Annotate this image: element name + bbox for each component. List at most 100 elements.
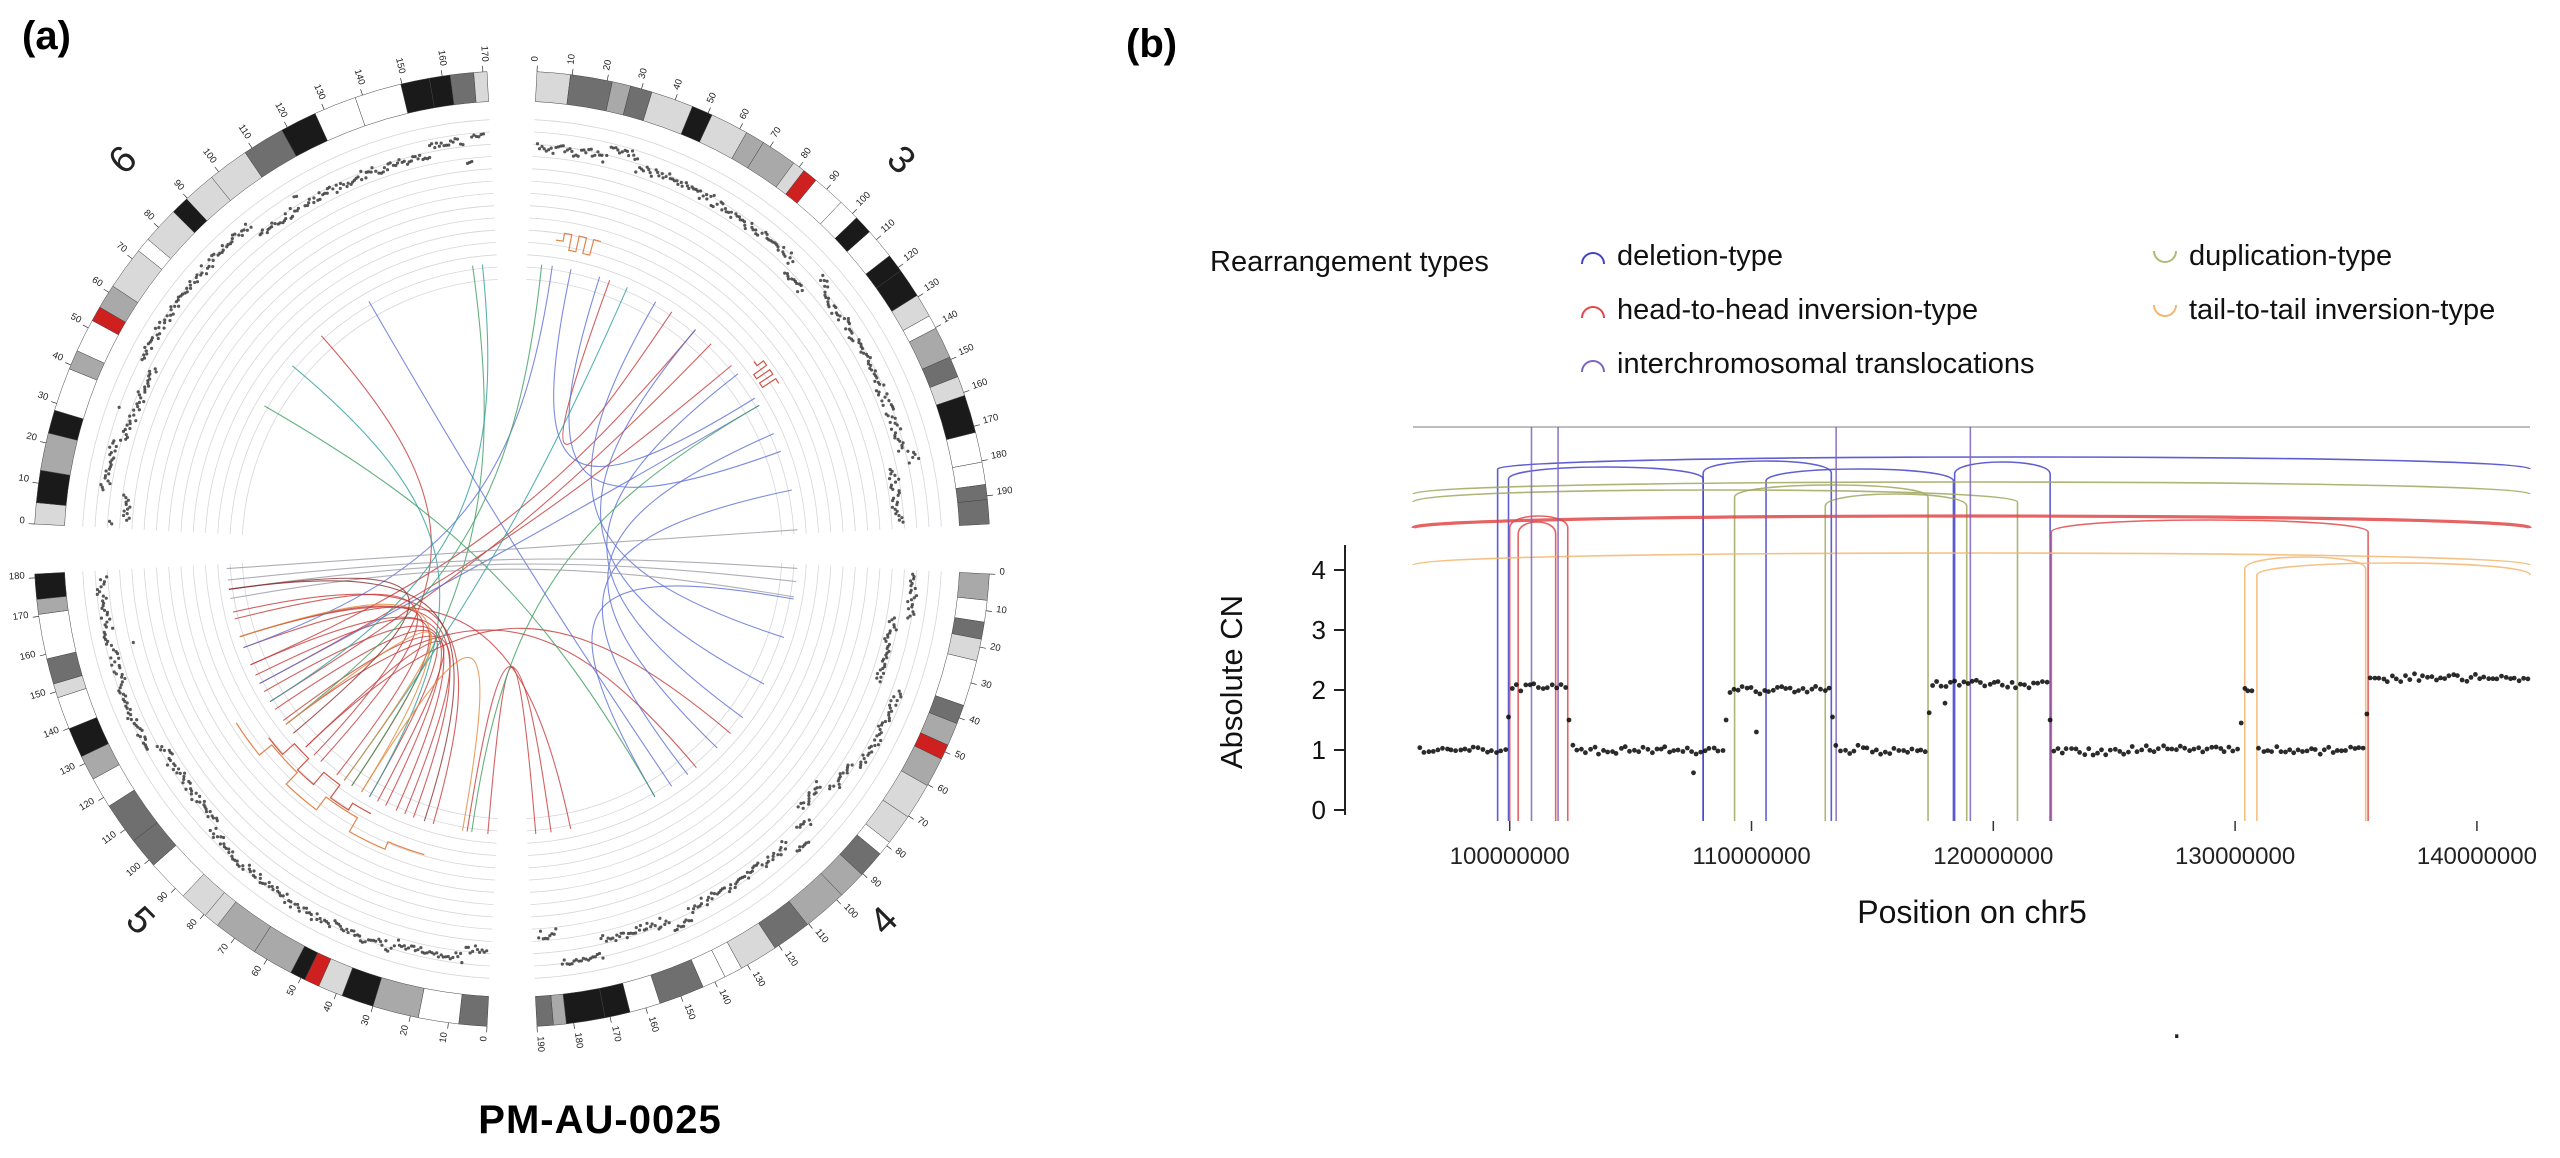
legend-item-tail-to-tail: tail-to-tail inversion-type — [2150, 294, 2495, 327]
panel-a-label: (a) — [22, 14, 71, 58]
rearrangement-marks — [1411, 427, 2532, 821]
svg-text:90: 90 — [868, 875, 883, 890]
svg-text:160: 160 — [970, 376, 989, 392]
svg-text:4: 4 — [1312, 555, 1326, 585]
svg-text:120: 120 — [782, 949, 800, 968]
svg-text:60: 60 — [935, 783, 950, 798]
svg-text:140: 140 — [42, 725, 61, 741]
svg-text:100: 100 — [854, 190, 873, 209]
svg-text:100: 100 — [200, 146, 218, 165]
svg-text:140: 140 — [941, 308, 960, 325]
legend-item-label: deletion-type — [1617, 240, 1784, 272]
svg-text:40: 40 — [967, 714, 981, 728]
cn-scatter-track — [95, 132, 921, 967]
legend-item-label: interchromosomal translocations — [1617, 348, 2035, 380]
svg-text:50: 50 — [705, 91, 719, 105]
sample-id-label: PM-AU-0025 — [478, 1098, 722, 1142]
svg-text:10: 10 — [996, 604, 1008, 616]
svg-text:70: 70 — [216, 942, 231, 957]
y-axis-label: Absolute CN — [1214, 595, 1249, 769]
svg-text:140: 140 — [352, 68, 367, 87]
svg-text:2: 2 — [1312, 675, 1326, 705]
svg-text:100000000: 100000000 — [1450, 843, 1570, 870]
svg-text:170: 170 — [982, 412, 1000, 427]
svg-text:150: 150 — [682, 1003, 698, 1022]
svg-text:90: 90 — [155, 890, 170, 905]
rearrangement-links — [226, 264, 798, 835]
svg-text:100: 100 — [124, 860, 143, 879]
svg-text:110: 110 — [813, 927, 831, 946]
svg-text:110: 110 — [879, 217, 898, 235]
svg-text:80: 80 — [141, 208, 156, 223]
svg-text:150: 150 — [29, 687, 47, 702]
svg-text:20: 20 — [601, 59, 614, 72]
svg-text:120000000: 120000000 — [1933, 843, 2053, 870]
svg-text:120: 120 — [272, 101, 289, 120]
panel-b-label: (b) — [1126, 22, 1178, 66]
tail-to-tail-arc-icon — [2153, 304, 2177, 317]
svg-text:30: 30 — [980, 678, 993, 692]
svg-text:90: 90 — [171, 178, 186, 193]
svg-text:140: 140 — [716, 988, 733, 1007]
svg-text:0: 0 — [19, 515, 25, 526]
svg-text:0: 0 — [1312, 795, 1326, 825]
svg-text:160: 160 — [646, 1015, 661, 1033]
svg-text:20: 20 — [398, 1024, 411, 1037]
svg-text:70: 70 — [114, 240, 129, 255]
translocation-arc-icon — [1581, 359, 1605, 372]
svg-text:3: 3 — [1312, 615, 1326, 645]
svg-text:180: 180 — [572, 1032, 585, 1049]
legend-item-translocation: interchromosomal translocations — [1578, 348, 2034, 381]
svg-text:170: 170 — [12, 610, 29, 623]
svg-text:60: 60 — [737, 107, 752, 122]
cn-scatter-points — [1417, 671, 2531, 776]
svg-text:80: 80 — [185, 917, 200, 932]
svg-text:130: 130 — [922, 276, 941, 294]
legend-item-label: head-to-head inversion-type — [1617, 294, 1979, 326]
svg-text:40: 40 — [321, 1000, 335, 1014]
svg-text:1: 1 — [1312, 735, 1326, 765]
svg-text:190: 190 — [534, 1036, 546, 1052]
svg-text:70: 70 — [769, 125, 784, 140]
legend-item-deletion: deletion-type — [1578, 240, 1783, 273]
grid-rings — [82, 119, 942, 979]
svg-text:130000000: 130000000 — [2175, 843, 2295, 870]
svg-text:120: 120 — [77, 796, 96, 814]
cn-step-marks — [235, 232, 780, 856]
svg-text:40: 40 — [671, 78, 685, 92]
svg-text:170: 170 — [609, 1025, 623, 1043]
svg-text:20: 20 — [989, 641, 1002, 654]
svg-text:10: 10 — [438, 1032, 450, 1044]
legend-title: Rearrangement types — [1210, 246, 1489, 278]
svg-text:140000000: 140000000 — [2417, 843, 2537, 870]
svg-text:150: 150 — [393, 57, 407, 75]
svg-text:170: 170 — [478, 46, 490, 63]
svg-text:50: 50 — [953, 749, 967, 763]
svg-text:20: 20 — [25, 431, 38, 444]
legend-item-label: tail-to-tail inversion-type — [2189, 294, 2496, 326]
svg-text:30: 30 — [36, 389, 49, 403]
svg-text:160: 160 — [19, 649, 37, 663]
svg-text:90: 90 — [827, 168, 842, 183]
svg-text:180: 180 — [9, 571, 26, 583]
duplication-arc-icon — [2153, 250, 2177, 263]
head-to-head-arc-icon — [1581, 305, 1605, 318]
svg-text:150: 150 — [957, 342, 976, 358]
svg-text:100: 100 — [841, 902, 860, 921]
ideogram-ring — [34, 71, 990, 1027]
svg-text:5: 5 — [118, 899, 163, 944]
svg-text:160: 160 — [435, 49, 448, 66]
svg-text:130: 130 — [750, 970, 767, 989]
svg-text:50: 50 — [69, 311, 83, 326]
svg-text:50: 50 — [285, 983, 300, 997]
svg-text:190: 190 — [996, 485, 1013, 498]
svg-text:4: 4 — [862, 899, 907, 944]
svg-text:10: 10 — [566, 53, 578, 65]
legend-item-duplication: duplication-type — [2150, 240, 2392, 273]
